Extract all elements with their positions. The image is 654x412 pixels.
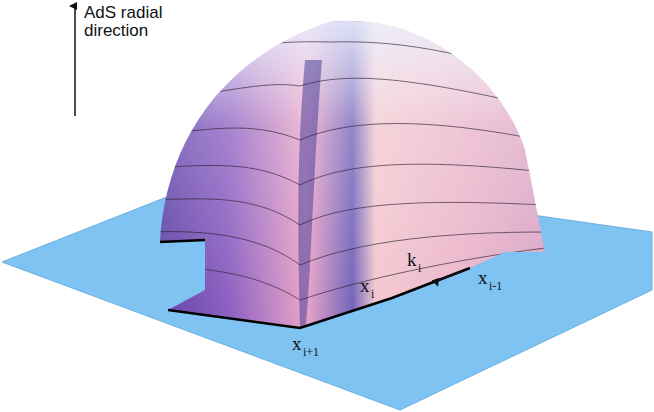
subscript: i-1 [489,280,502,293]
subscript: i+1 [303,346,319,359]
polygon-edge [160,240,470,328]
vertex-label: x [292,334,302,354]
radial-arrow [74,6,76,116]
vertex-label: x [360,276,370,296]
momentum-label: k [407,250,417,270]
surface-shading [150,10,550,340]
vertex-label: x [478,268,488,288]
axis-label: AdS radial direction [84,4,184,40]
subscript: i [371,288,374,301]
subscript: i [418,262,421,275]
momentum-arrow [436,271,463,281]
